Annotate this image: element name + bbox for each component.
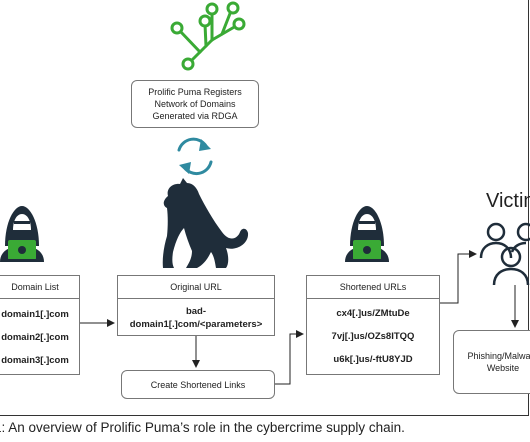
website-line-2: Website: [486, 363, 520, 373]
title-line-2: Network of Domains: [154, 99, 236, 109]
phishing-website-box: Phishing/Malware Website: [453, 330, 530, 394]
domain-item: domain2[.]com: [1, 332, 69, 343]
domain-list-box: Domain List domain1[.]com domain2[.]com …: [0, 275, 80, 375]
divider: [0, 298, 79, 299]
shortened-urls-header: Shortened URLs: [339, 282, 407, 292]
figure-caption: 1: An overview of Prolific Puma’s role i…: [0, 420, 405, 435]
website-line-1: Phishing/Malware: [467, 351, 530, 361]
arrow-create-to-short: [275, 330, 304, 385]
original-url-header: Original URL: [170, 282, 222, 292]
shortened-url-item: u6k[.]us/-ftU8YJD: [333, 354, 413, 365]
shortened-url-item: 7vj[.]us/OZs8ITQQ: [331, 331, 415, 342]
create-shortened-links-box: Create Shortened Links: [121, 370, 275, 399]
domain-item: domain3[.]com: [1, 355, 69, 366]
title-line-3: Generated via RDGA: [152, 111, 238, 121]
divider: [307, 298, 439, 299]
shortened-url-item: cx4[.]us/ZMtuDe: [336, 308, 410, 319]
arrow-short-to-victims: [440, 250, 477, 304]
title-box: Prolific Puma Registers Network of Domai…: [131, 80, 259, 128]
victims-label: Victim: [486, 190, 530, 212]
title-line-1: Prolific Puma Registers: [148, 87, 242, 97]
original-url-line-1: bad-: [185, 306, 207, 317]
original-url-box: Original URL bad- domain1[.]com/<paramet…: [117, 275, 275, 336]
domain-list-header: Domain List: [11, 282, 59, 292]
shortened-urls-box: Shortened URLs cx4[.]us/ZMtuDe 7vj[.]us/…: [306, 275, 440, 375]
original-url-line-2: domain1[.]com/<parameters>: [129, 319, 263, 330]
diagram-frame: [0, 0, 529, 416]
domain-item: domain1[.]com: [1, 309, 69, 320]
create-shortened-links-label: Create Shortened Links: [150, 379, 246, 390]
divider: [118, 298, 274, 299]
